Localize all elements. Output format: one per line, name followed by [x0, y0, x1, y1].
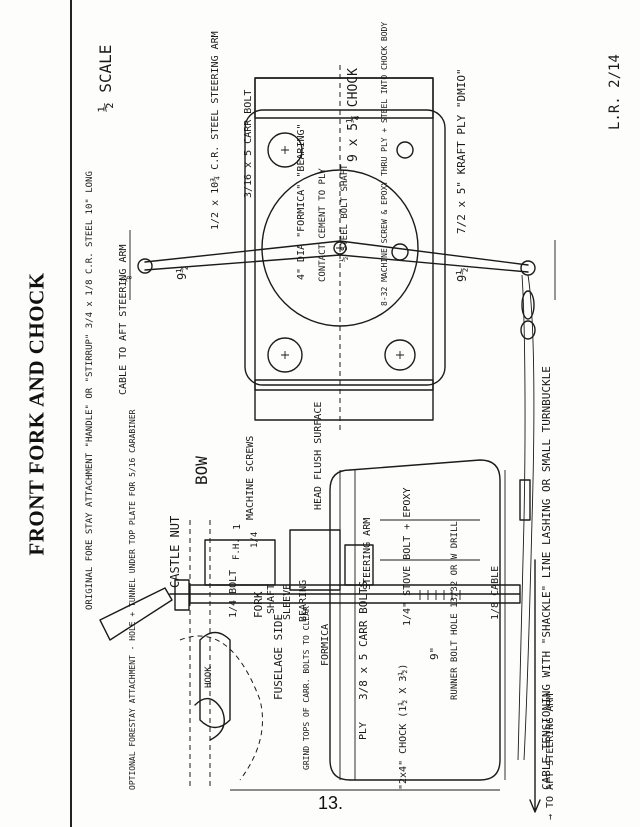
- optional-forestay-label: OPTIONAL FORESTAY ATTACHMENT - HOLE + TU…: [128, 409, 137, 791]
- dim-right-label: 9½: [455, 267, 469, 282]
- dim-quarter-label: 1/4: [250, 531, 260, 548]
- runner-bolt-label: RUNNER BOLT HOLE 13/32 OR W DRILL: [450, 521, 460, 700]
- fork-label: FORK: [252, 591, 265, 619]
- cable-to-aft-label: CABLE TO AFT STEERING ARM: [118, 244, 129, 395]
- dim-left-label: 9½: [175, 265, 189, 280]
- machine-screw-label: 8-32 MACHINE SCREW & EPOXY THRU PLY + ST…: [380, 21, 389, 306]
- cable-eighth-label: 1/8 CABLE: [490, 565, 501, 620]
- carr-bolt-label: 3/16 x 5 CARR BOLT: [243, 89, 254, 198]
- steering-arm-spec-label: 1/2 x 10¾ C.R. STEEL STEERING ARM: [210, 31, 221, 230]
- author-date: L.R. 2/14: [607, 54, 623, 130]
- side-view: [99, 459, 531, 791]
- dim-one-label: 1: [232, 523, 243, 530]
- to-aft-arm-label: → TO AFT STEERING ARM: [545, 693, 556, 820]
- chock-2x4-label: "2x4" CHOCK (1½ X 3½): [398, 663, 409, 790]
- carr-bolts-label: 3/8 x 5 CARR BOLTS: [357, 580, 370, 700]
- scale-note: ½ SCALE: [96, 44, 115, 112]
- hook-label: HOOK: [204, 666, 214, 688]
- shaft-side-label: SHAFT: [266, 583, 277, 614]
- dim-nine-label: 9": [428, 646, 441, 660]
- castle-nut-label: CASTLE NUT: [168, 515, 182, 588]
- fuselage-label: FUSELAGE SIDE: [272, 613, 285, 700]
- steering-arm-label: STEERING ARM: [362, 517, 373, 590]
- kraft-ply-label: 7/2 x 5" KRAFT PLY "DMIO": [455, 68, 468, 234]
- dim-fh-label: F.H.: [232, 538, 242, 560]
- bearing-dia-label: 4" DIA "FORMICA" "BEARING": [296, 123, 307, 280]
- chock-size-label: 9 x 5¼ CHOCK: [346, 68, 361, 162]
- grind-note-label: GRIND TOPS OF CARR. BOLTS TO CLEAR: [302, 606, 311, 770]
- machine-screws-label: MACHINE SCREWS: [245, 435, 256, 520]
- contact-cement-label: CONTACT CEMENT TO PLY: [318, 168, 328, 282]
- page-number: 13.: [318, 793, 344, 813]
- quarter-bolt-label: 1/4 BOLT: [228, 569, 239, 618]
- left-margin-rule: [70, 0, 72, 827]
- head-flush-label: HEAD FLUSH SURFACE: [313, 401, 324, 510]
- aft-arm-arrow: [529, 559, 541, 813]
- ply-label: PLY: [358, 721, 369, 740]
- bow-label: BOW: [192, 456, 211, 485]
- chock-top-view: [129, 65, 556, 761]
- orig-forestay-label: ORIGINAL FORE STAY ATTACHMENT "HANDLE" O…: [85, 171, 95, 610]
- formica-label: FORMICA: [320, 623, 331, 666]
- shaft-label: ½ STEEL BOLT SHAFT: [340, 164, 350, 262]
- stove-bolt-label: 1/4" STOVE BOLT + EPOXY: [402, 487, 413, 626]
